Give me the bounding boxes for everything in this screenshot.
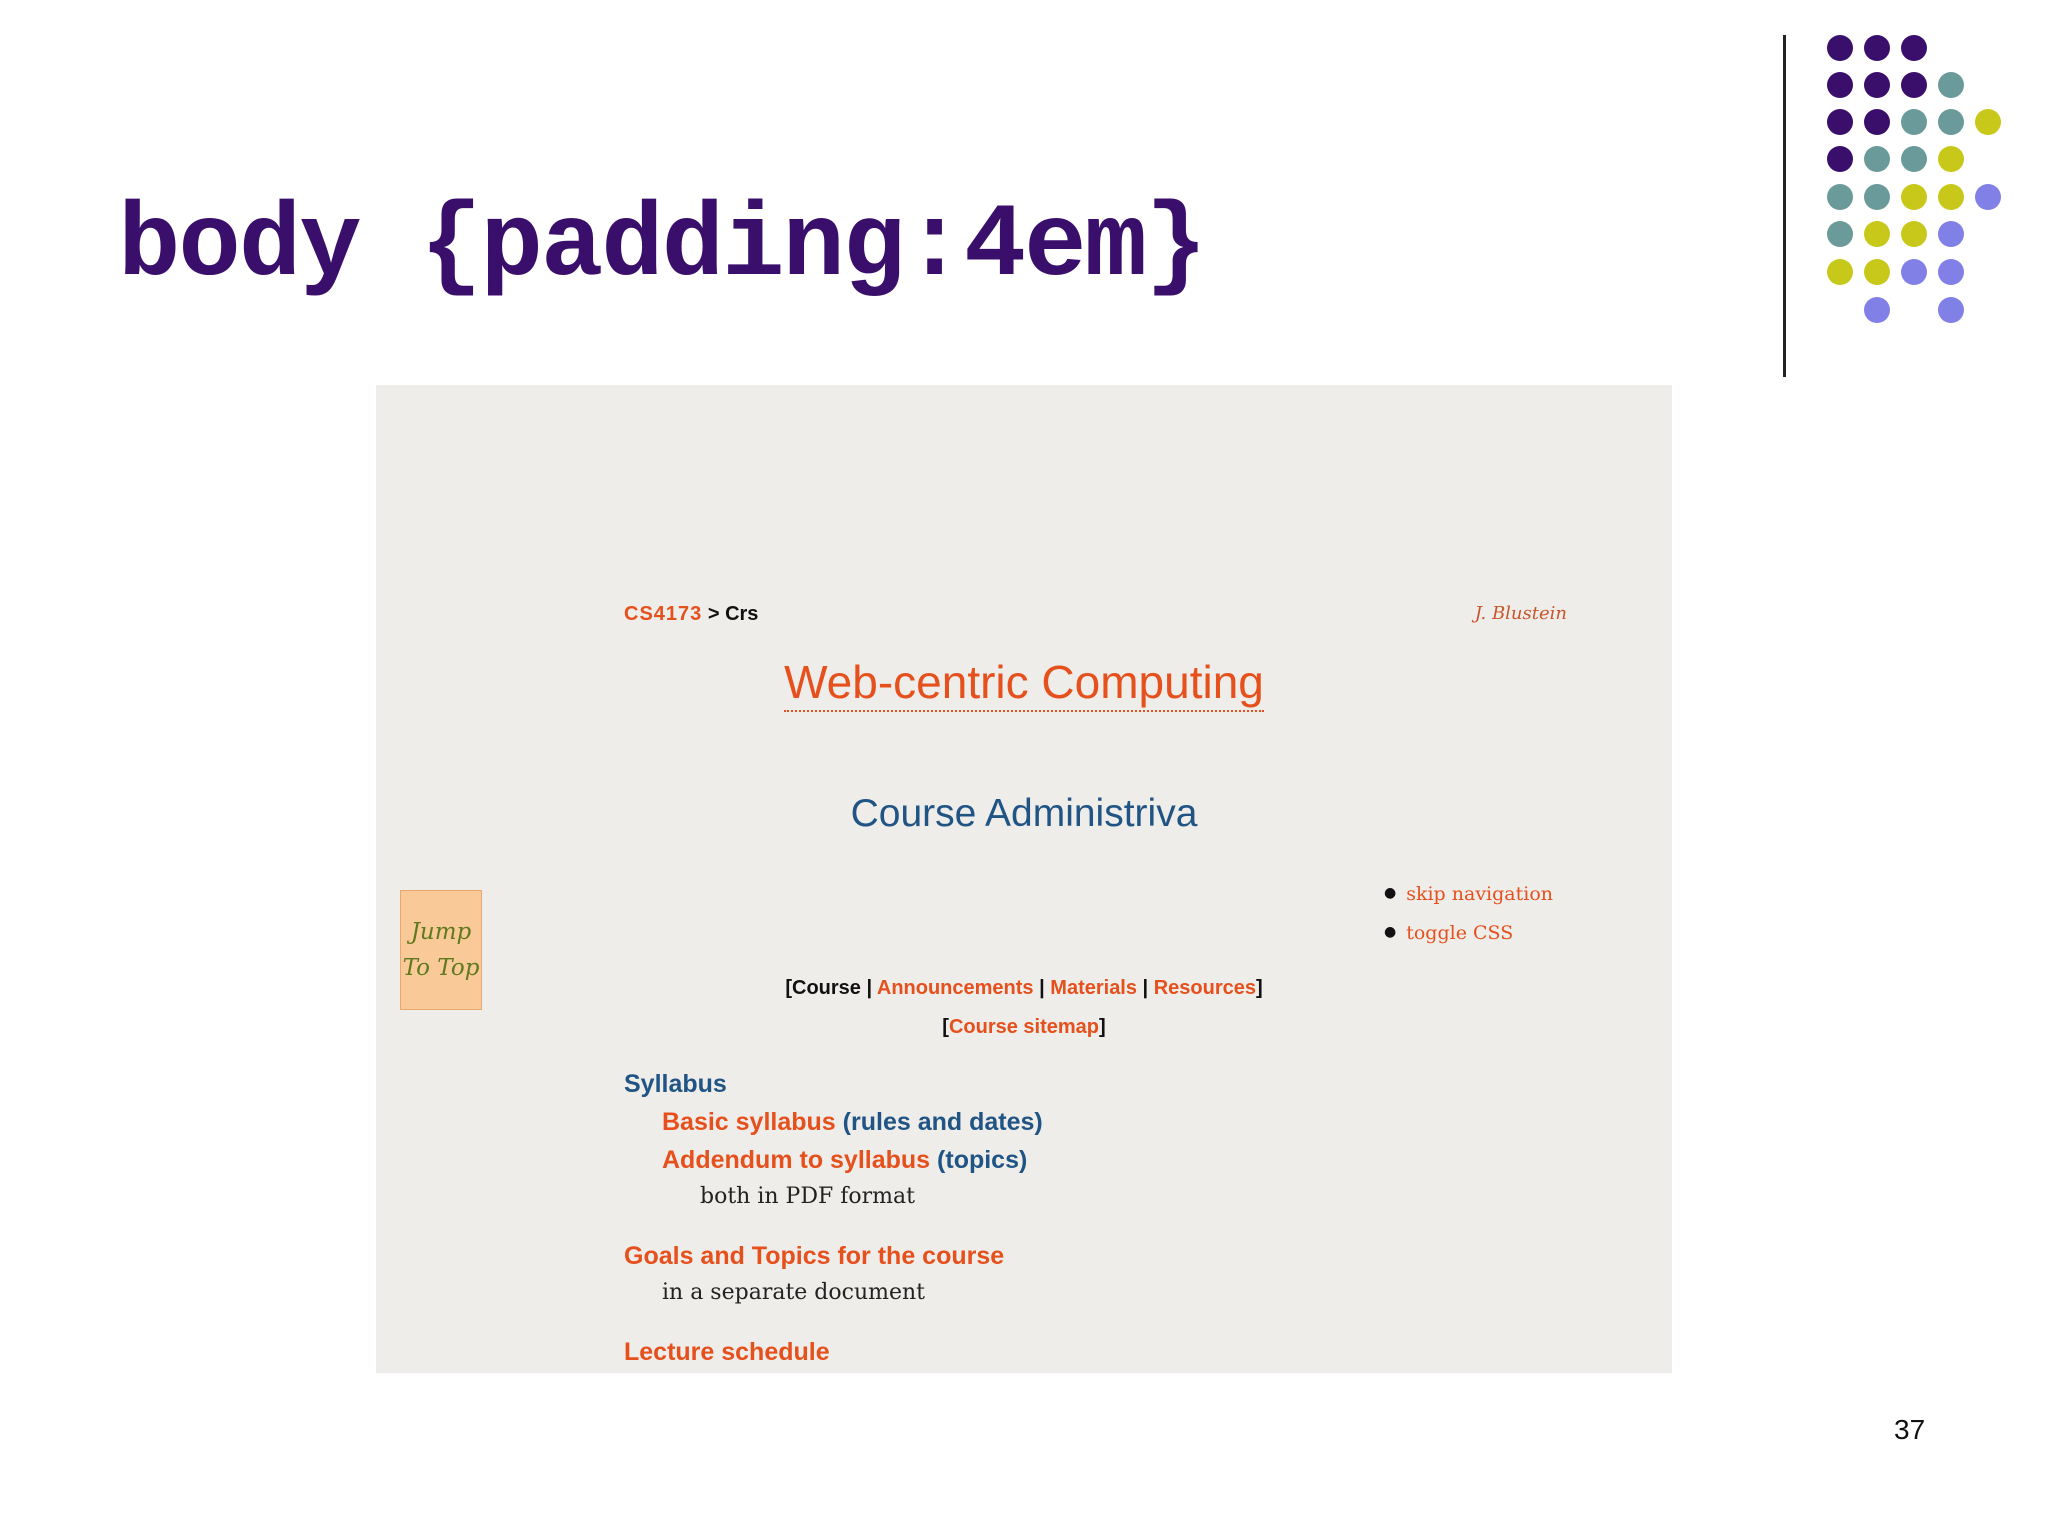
- list-item: skip navigation: [1384, 883, 1553, 922]
- dot: [1901, 146, 1927, 172]
- list-item: Addendum to syllabus (topics): [624, 1146, 1043, 1184]
- lecture-schedule-link[interactable]: Lecture schedule: [624, 1338, 830, 1366]
- dot: [1938, 259, 1964, 285]
- dot: [1827, 109, 1853, 135]
- dot: [1827, 72, 1853, 98]
- dot: [1938, 72, 1964, 98]
- dot: [1827, 146, 1853, 172]
- course-content: Syllabus Basic syllabus (rules and dates…: [624, 1070, 1043, 1373]
- dot: [1901, 109, 1927, 135]
- dot: [1864, 109, 1890, 135]
- nav-link-announcements[interactable]: Announcements: [876, 977, 1034, 999]
- jump-to-top-button[interactable]: Jump To Top: [400, 890, 482, 1010]
- nav-link-sitemap[interactable]: Course sitemap: [948, 1016, 1100, 1038]
- dot: [1827, 35, 1853, 61]
- dot: [1901, 35, 1927, 61]
- site-title: Web-centric Computing: [376, 655, 1672, 712]
- breadcrumb-current: Crs: [725, 603, 759, 625]
- dot: [1864, 72, 1890, 98]
- dot: [1827, 221, 1853, 247]
- dot: [1827, 184, 1853, 210]
- bracket-open: [: [942, 1016, 949, 1038]
- jump-label-line2: To Top: [402, 955, 480, 981]
- dot: [1864, 221, 1890, 247]
- bracket-open: [: [785, 977, 792, 999]
- dot: [1827, 259, 1853, 285]
- nav-separator: |: [860, 977, 877, 999]
- dot: [1938, 221, 1964, 247]
- list-item: toggle CSS: [1384, 922, 1553, 961]
- basic-syllabus-link[interactable]: Basic syllabus: [662, 1108, 836, 1136]
- skip-links: skip navigation toggle CSS: [1384, 883, 1553, 961]
- bracket-close: ]: [1256, 977, 1263, 999]
- sitemap-nav: [Course sitemap]: [376, 1016, 1672, 1039]
- dot: [1901, 259, 1927, 285]
- goals-topics-link[interactable]: Goals and Topics for the course: [624, 1242, 1005, 1270]
- dot: [1938, 297, 1964, 323]
- dot: [1975, 109, 2001, 135]
- breadcrumb-course-link[interactable]: CS4173: [624, 603, 703, 625]
- nav-separator: |: [1033, 977, 1051, 999]
- bracket-close: ]: [1099, 1016, 1106, 1038]
- dot: [1901, 72, 1927, 98]
- nav-link-resources[interactable]: Resources: [1153, 977, 1256, 999]
- dot: [1938, 184, 1964, 210]
- site-title-text: Web-centric Computing: [784, 656, 1264, 712]
- slide-number: 37: [1894, 1414, 1926, 1445]
- page-title: Course Administriva: [850, 792, 1198, 835]
- goals-note: in a separate document: [662, 1280, 926, 1305]
- dot: [1864, 146, 1890, 172]
- nav-separator: |: [1137, 977, 1154, 999]
- skip-navigation-link[interactable]: skip navigation: [1406, 883, 1554, 905]
- dot: [1864, 35, 1890, 61]
- nav-link-materials[interactable]: Materials: [1050, 977, 1137, 999]
- syllabus-heading: Syllabus: [624, 1070, 727, 1098]
- vertical-divider: [1783, 35, 1786, 377]
- nav-current-course: Course: [792, 977, 861, 999]
- toggle-css-link[interactable]: toggle CSS: [1406, 922, 1514, 944]
- main-nav: [Course | Announcements | Materials | Re…: [376, 977, 1672, 1000]
- breadcrumb-separator: >: [702, 603, 726, 625]
- list-item: Basic syllabus (rules and dates): [624, 1108, 1043, 1146]
- addendum-syllabus-link[interactable]: Addendum to syllabus: [662, 1146, 931, 1174]
- dot: [1975, 184, 2001, 210]
- dot: [1864, 259, 1890, 285]
- dot: [1864, 297, 1890, 323]
- addendum-syllabus-note: (topics): [937, 1146, 1028, 1174]
- pdf-format-note: both in PDF format: [700, 1184, 915, 1209]
- breadcrumb: CS4173 > Crs: [624, 603, 758, 626]
- jump-label-line1: Jump: [410, 919, 472, 945]
- author-signature: J. Blustein: [1474, 603, 1567, 624]
- basic-syllabus-note: (rules and dates): [842, 1108, 1043, 1136]
- dot: [1901, 184, 1927, 210]
- dot: [1901, 221, 1927, 247]
- webpage-screenshot: CS4173 > Crs J. Blustein Web-centric Com…: [376, 385, 1672, 1373]
- dot: [1864, 184, 1890, 210]
- dot: [1938, 109, 1964, 135]
- dot: [1938, 146, 1964, 172]
- slide-title: body {padding:4em}: [118, 188, 1207, 306]
